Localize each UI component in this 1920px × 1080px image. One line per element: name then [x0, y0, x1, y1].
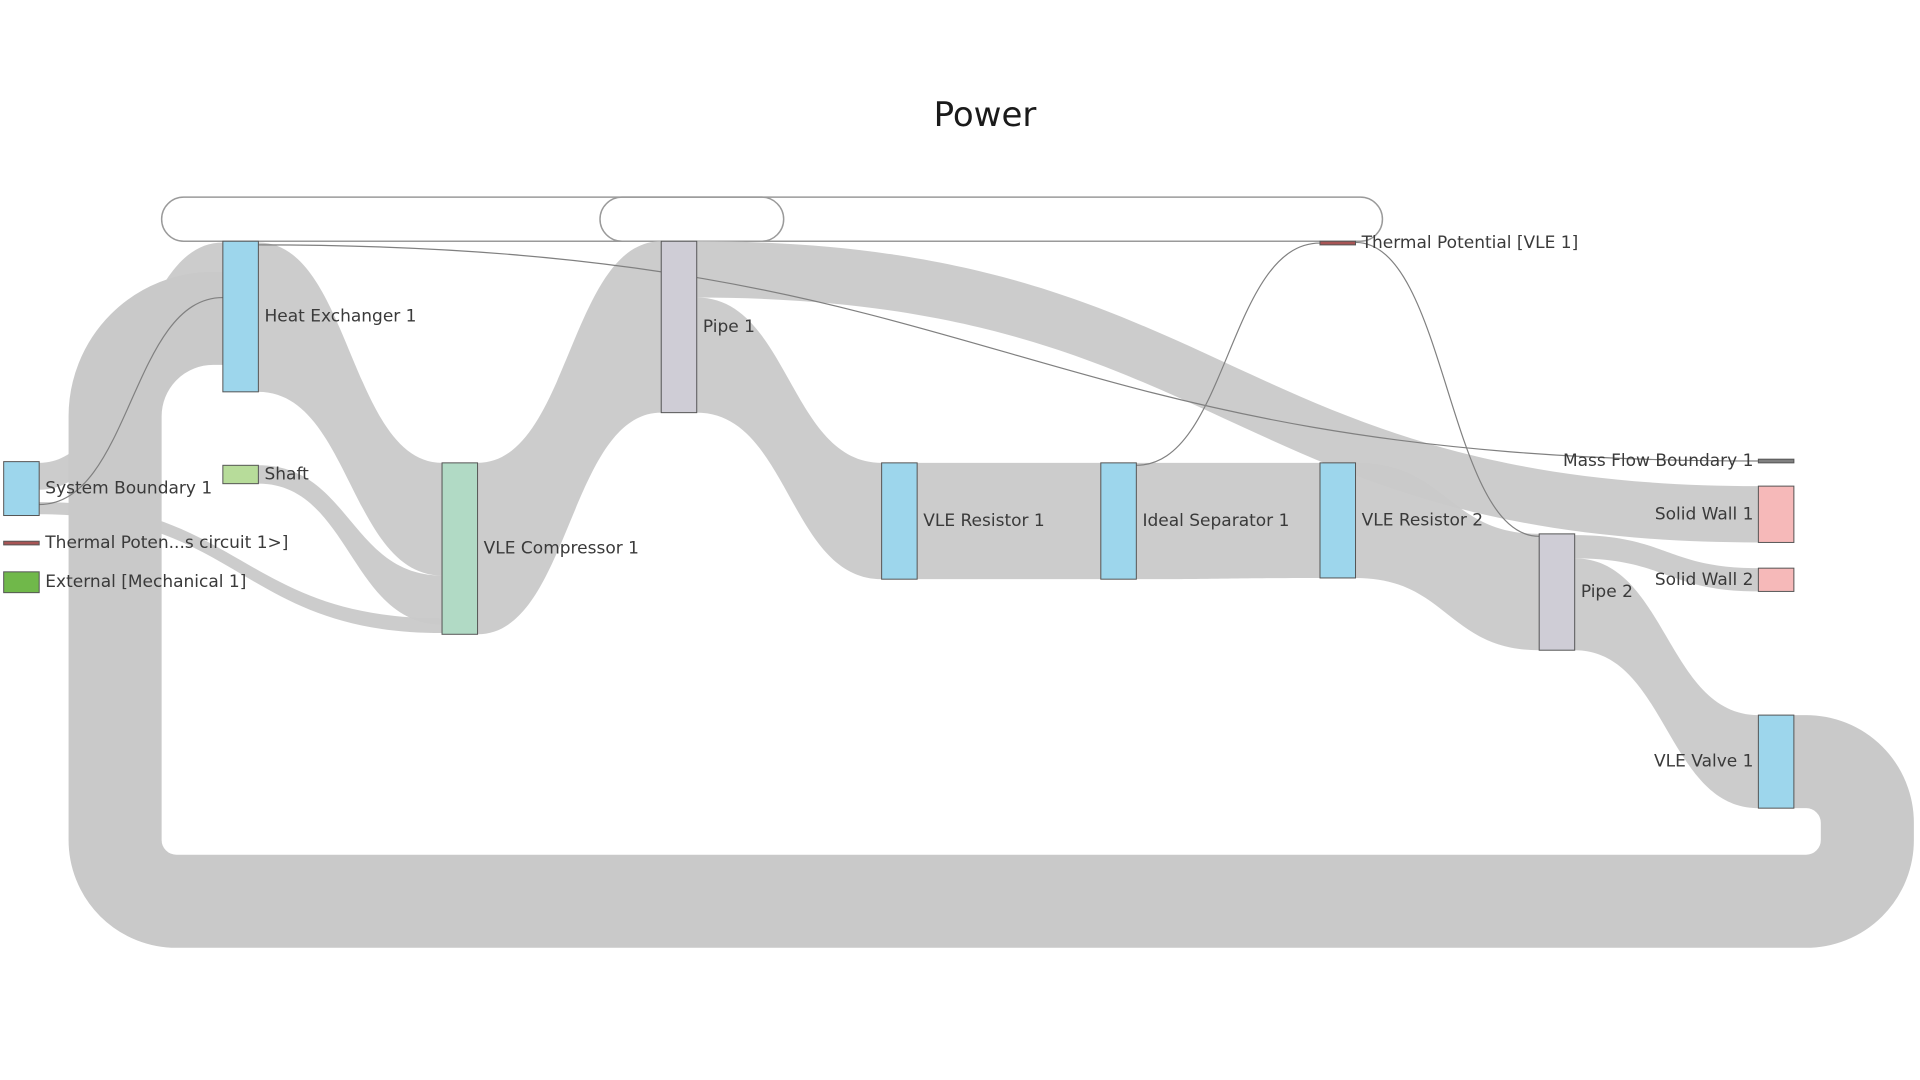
node-heat-exchanger-1[interactable] — [222, 240, 259, 393]
link-pipe-2-to-vle-valve-1[interactable] — [1574, 558, 1759, 809]
node-label-vle-compressor-1: VLE Compressor 1 — [484, 539, 639, 559]
node-vle-resistor-2[interactable] — [1319, 462, 1357, 579]
top-bracket-1 — [160, 196, 785, 242]
node-label-vle-resistor-2: VLE Resistor 2 — [1362, 510, 1483, 530]
link-pipe-2-to-solid-wall-2[interactable] — [1574, 535, 1759, 592]
node-pipe-1[interactable] — [660, 240, 698, 414]
link-pipe-1-to-solid-wall-1[interactable] — [696, 241, 1759, 543]
nodes-layer — [3, 240, 1795, 809]
link-shaft-to-vle-compressor-1[interactable] — [258, 465, 443, 625]
node-label-vle-resistor-1: VLE Resistor 1 — [923, 511, 1044, 531]
link-ideal-separator-1-to-vle-resistor-2[interactable] — [1136, 462, 1320, 580]
chart-title: Power — [934, 95, 1037, 135]
node-label-system-boundary-1: System Boundary 1 — [45, 479, 212, 499]
node-ideal-separator-1[interactable] — [1100, 462, 1137, 580]
node-label-ideal-separator-1: Ideal Separator 1 — [1142, 511, 1289, 531]
link-ideal-separator-1-to-thermal-potential-vle[interactable] — [1136, 242, 1321, 466]
link-vle-resistor-2-to-pipe-2[interactable] — [1355, 462, 1540, 651]
links-layer — [39, 196, 1914, 948]
link-vle-resistor-1-to-ideal-separator-1[interactable] — [917, 462, 1101, 580]
node-label-shaft: Shaft — [264, 464, 309, 484]
node-label-vle-valve-1: VLE Valve 1 — [1654, 752, 1753, 772]
node-vle-compressor-1[interactable] — [441, 462, 479, 635]
node-label-solid-wall-1: Solid Wall 1 — [1655, 504, 1754, 524]
node-vle-resistor-1[interactable] — [881, 462, 918, 580]
node-thermal-potential-circuit[interactable] — [3, 540, 40, 546]
link-thermal-potential-vle-to-pipe-2[interactable] — [1355, 241, 1540, 537]
node-vle-valve-1[interactable] — [1757, 714, 1795, 809]
labels-layer: System Boundary 1 Thermal Poten...s circu… — [44, 233, 1753, 772]
node-solid-wall-1[interactable] — [1757, 485, 1795, 543]
node-solid-wall-2[interactable] — [1757, 567, 1795, 592]
node-label-mass-flow-boundary-1: Mass Flow Boundary 1 — [1563, 451, 1754, 471]
node-label-pipe-2: Pipe 2 — [1581, 582, 1633, 602]
link-heat-exchanger-1-to-mass-flow-boundary-1[interactable] — [258, 244, 1759, 462]
link-vle-valve-1-to-heat-exchanger-1[interactable] — [68, 271, 1914, 948]
node-label-pipe-1: Pipe 1 — [703, 317, 755, 337]
top-bracket-2 — [599, 196, 1384, 242]
link-pipe-1-to-vle-resistor-1[interactable] — [696, 297, 882, 580]
link-heat-exchanger-1-to-vle-compressor-1[interactable] — [258, 242, 443, 576]
node-thermal-potential-vle[interactable] — [1319, 240, 1357, 246]
link-system-boundary-1-to-vle-compressor-1[interactable] — [39, 502, 443, 634]
node-system-boundary-1[interactable] — [3, 461, 40, 517]
node-label-thermal-potential-vle: Thermal Potential [VLE 1] — [1361, 233, 1579, 253]
node-label-heat-exchanger-1: Heat Exchanger 1 — [264, 307, 416, 327]
node-label-solid-wall-2: Solid Wall 2 — [1655, 570, 1754, 590]
link-system-boundary-1-to-heat-exchanger-1[interactable] — [39, 296, 223, 506]
node-shaft[interactable] — [222, 464, 259, 485]
node-label-thermal-potential-circuit: Thermal Poten...s circuit 1>] — [44, 533, 288, 553]
link-vle-compressor-1-to-pipe-1[interactable] — [477, 241, 662, 635]
node-mass-flow-boundary-1[interactable] — [1757, 458, 1795, 464]
node-external-mechanical[interactable] — [3, 571, 40, 594]
node-label-external-mechanical: External [Mechanical 1] — [45, 572, 246, 592]
node-pipe-2[interactable] — [1538, 533, 1576, 651]
